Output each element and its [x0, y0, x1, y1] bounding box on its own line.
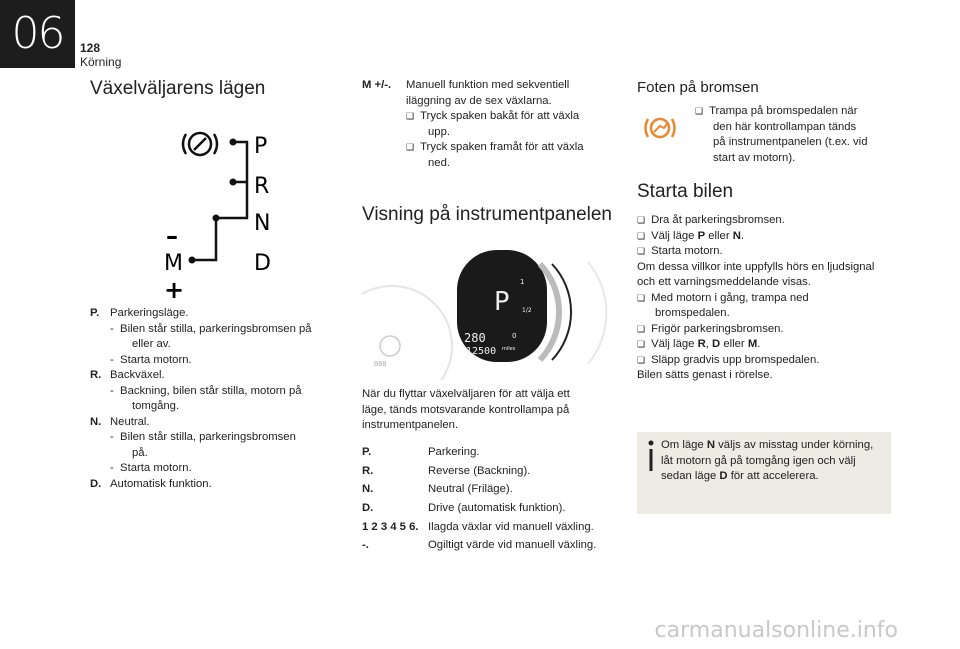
watermark: carmanualsonline.info [654, 618, 898, 643]
instrument-panel-title: Visning på instrumentpanelen [362, 204, 612, 225]
diagram-letter-n: N [254, 211, 270, 236]
brake-warning-icon [181, 131, 219, 157]
svg-text:miles: miles [502, 346, 516, 352]
info-icon [648, 440, 654, 471]
page-number: 128 [80, 41, 101, 55]
gear-modes-list: P.Parkeringsläge. - Bilen står stilla, p… [90, 307, 312, 490]
svg-text:000: 000 [374, 360, 387, 368]
start-title: Starta bilen [637, 181, 734, 202]
gear-selector-diagram: P R N D M – + [164, 131, 271, 300]
svg-text:1: 1 [520, 278, 524, 286]
diagram-plus: + [164, 276, 184, 300]
diagram-letter-r: R [254, 174, 269, 199]
diagram-minus: – [166, 222, 178, 250]
brake-foot-warning-icon [644, 117, 676, 139]
gear-legend: P.Parkering. R.Reverse (Backning). N.Neu… [362, 446, 597, 552]
svg-text:280: 280 [464, 331, 486, 345]
svg-text:0: 0 [512, 332, 516, 340]
instrument-paragraph: När du flyttar växelväljaren för att väl… [362, 388, 570, 431]
start-steps: Dra åt parkeringsbromsen. Välj läge P el… [637, 213, 897, 384]
gear-modes-title: Växelväljarens lägen [90, 78, 266, 99]
cluster-gear-indicator: P [494, 287, 510, 317]
diagram-letter-p: P [254, 134, 267, 159]
svg-text:12500: 12500 [466, 346, 496, 357]
instrument-cluster-image: 000 P 280 12500 miles 1 1/2 0 [362, 246, 612, 380]
brake-title: Foten på bromsen [637, 79, 759, 96]
svg-text:1/2: 1/2 [522, 307, 532, 314]
info-note: Om läge N väljs av misstag under körning… [637, 432, 891, 514]
diagram-letter-m: M [164, 251, 183, 276]
brake-text: Trampa på bromspedalen när den här kontr… [695, 104, 895, 166]
diagram-letter-d: D [254, 251, 271, 276]
manual-mode-block: M +/-.Manuell funktion med sekventiell i… [362, 78, 612, 171]
chapter-tab: 06 [0, 0, 75, 68]
chapter-title: Körning [80, 55, 122, 69]
